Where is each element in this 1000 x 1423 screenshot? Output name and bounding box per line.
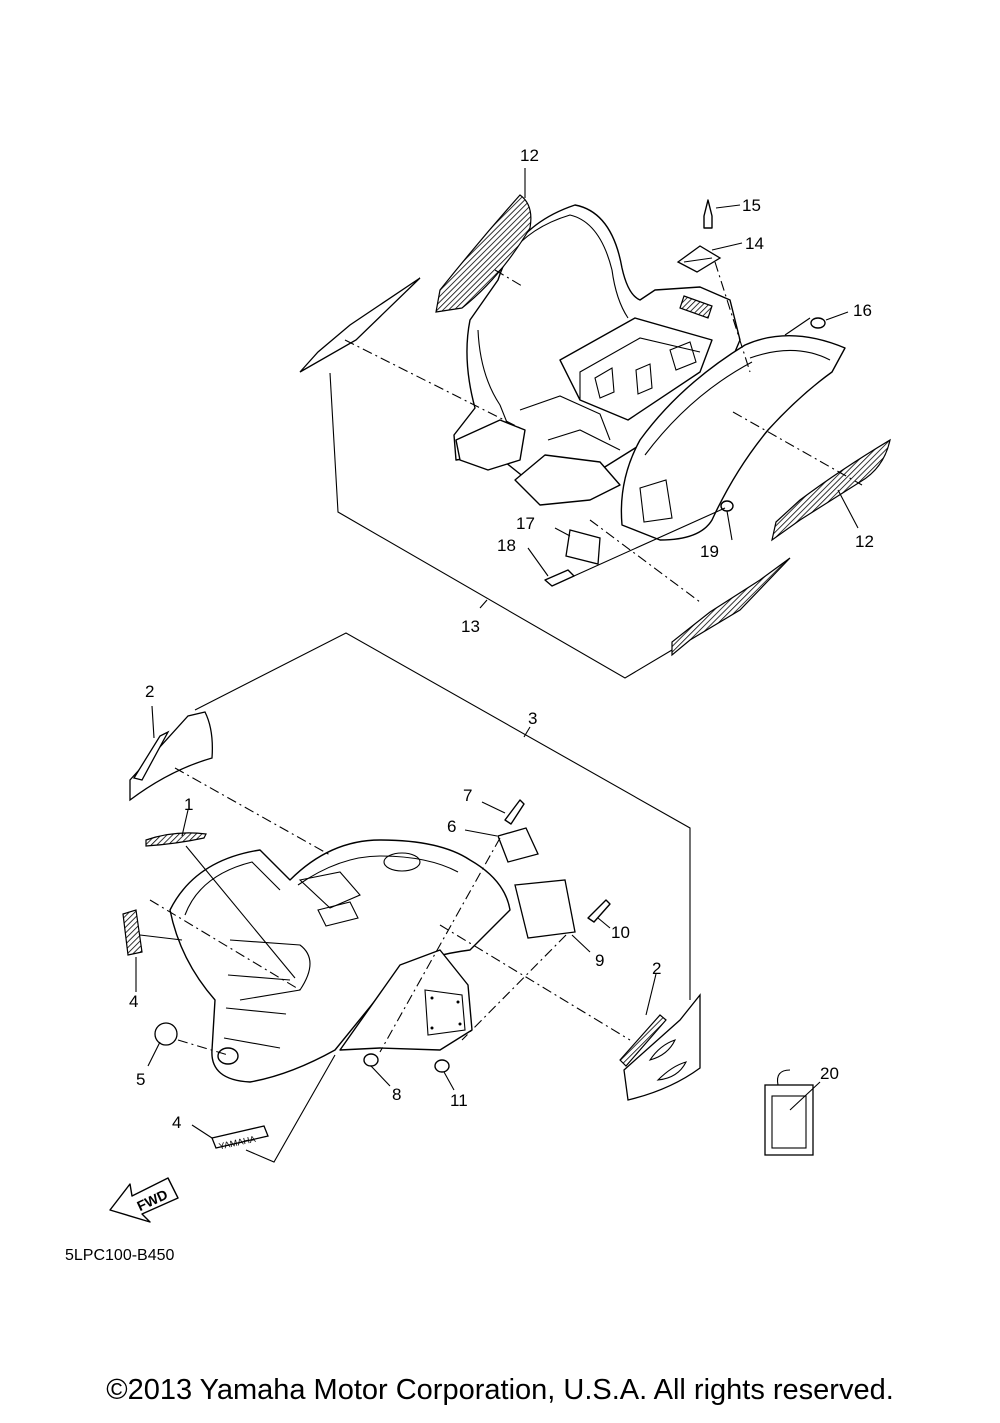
- callout-6: 6: [447, 817, 456, 836]
- callout-8: 8: [392, 1085, 401, 1104]
- part-11-grommet: [434, 1059, 450, 1073]
- front-fender-body: [169, 839, 511, 1083]
- decal-2-left: [129, 711, 213, 802]
- part-9-plate: [514, 879, 576, 939]
- rear-fender-front-lip: [455, 419, 526, 471]
- callout-15: 15: [742, 196, 761, 215]
- part-6-plate: [497, 827, 539, 863]
- decal-12-left: [435, 194, 532, 313]
- rear-yamaha-emblem: [679, 295, 713, 319]
- callout-11: 11: [450, 1091, 468, 1110]
- part-18-rivet: [544, 569, 575, 587]
- part-15-rivet: [703, 199, 713, 229]
- rear-skirt-decal-right: [671, 557, 791, 657]
- part-17-plate: [565, 529, 601, 565]
- rear-skirt-decal-left: [299, 277, 421, 373]
- front-fender-side-panel: [339, 949, 473, 1051]
- decal-4-yamaha: [211, 1125, 269, 1149]
- part-8-grommet: [363, 1053, 379, 1067]
- rear-fender-group: [299, 168, 891, 679]
- front-emblem: [217, 1047, 239, 1065]
- part-7-rivet: [504, 799, 525, 825]
- copyright-notice: ©2013 Yamaha Motor Corporation, U.S.A. A…: [106, 1374, 894, 1406]
- callout-2-right: 2: [652, 959, 661, 978]
- callout-16: 16: [853, 301, 872, 320]
- part-10-rivet: [587, 899, 611, 923]
- rear-fender-bottom-plate: [514, 454, 621, 506]
- decal-1: [145, 832, 207, 847]
- part-5-emblem: [154, 1022, 178, 1046]
- callout-4-bottom: 4: [172, 1113, 181, 1132]
- bracket-13: [329, 372, 673, 679]
- bracket-3: [194, 632, 691, 1000]
- callout-18: 18: [497, 536, 516, 555]
- diagram-code: 5LPC100-B450: [65, 1247, 175, 1264]
- callout-1: 1: [184, 795, 193, 814]
- callout-13: 13: [461, 617, 480, 636]
- part-16-grommet: [810, 317, 826, 329]
- callout-3: 3: [528, 709, 537, 728]
- callout-4-left: 4: [129, 992, 138, 1011]
- part-14-plate: [676, 245, 722, 273]
- forward-arrow-icon: FWD: [109, 1177, 179, 1223]
- callout-5: 5: [136, 1070, 145, 1089]
- front-fender-group: YAMAHA: [109, 632, 821, 1223]
- callout-9: 9: [595, 951, 604, 970]
- callout-7: 7: [463, 786, 472, 805]
- callout-19: 19: [700, 542, 719, 561]
- callout-17: 17: [516, 514, 535, 533]
- callout-12-right: 12: [855, 532, 874, 551]
- callout-2-left: 2: [145, 682, 154, 701]
- callout-20: 20: [820, 1064, 839, 1083]
- rear-fender-right-panel: [620, 335, 846, 541]
- decal-4-vertical: [122, 909, 143, 956]
- callout-10: 10: [611, 923, 630, 942]
- callout-labels: 12 15 14 16 12 17 18 19 13 2 3 7 1 6 10 …: [129, 146, 874, 1132]
- decal-12-right: [771, 438, 891, 542]
- callout-12-top: 12: [520, 146, 539, 165]
- callout-14: 14: [745, 234, 764, 253]
